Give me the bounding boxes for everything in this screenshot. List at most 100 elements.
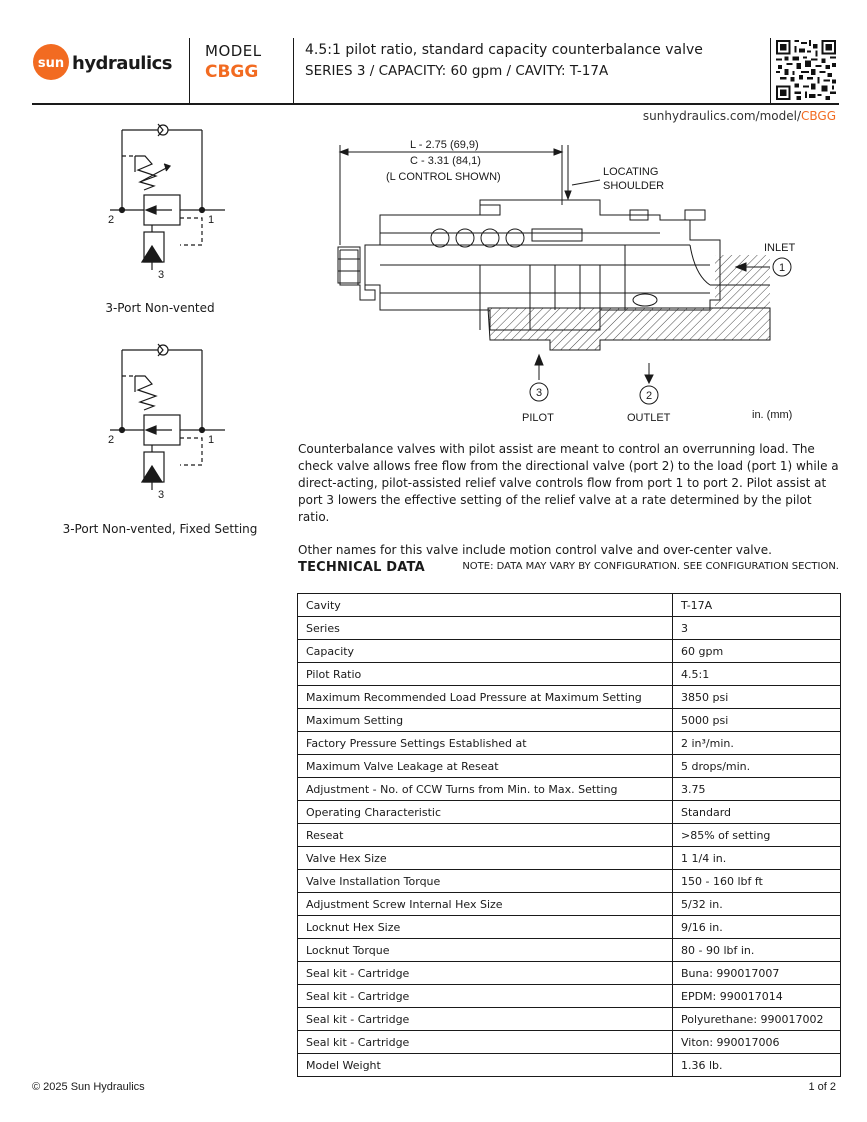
symbol-caption-non-vented: 3-Port Non-vented [105, 301, 215, 315]
table-cell-value: 5 drops/min. [672, 754, 841, 778]
svg-text:1: 1 [779, 262, 785, 274]
table-cell-value: 1.36 lb. [672, 1053, 841, 1077]
technical-data-note: NOTE: DATA MAY VARY BY CONFIGURATION. SE… [462, 561, 839, 572]
table-cell-value: 3 [672, 616, 841, 640]
table-row: Reseat>85% of setting [297, 823, 841, 847]
table-cell-value: 3.75 [672, 777, 841, 801]
table-cell-value: 9/16 in. [672, 915, 841, 939]
svg-text:PILOT: PILOT [522, 412, 554, 424]
table-cell-property: Valve Hex Size [297, 846, 673, 870]
copyright: © 2025 Sun Hydraulics [32, 1081, 145, 1093]
table-cell-value: 4.5:1 [672, 662, 841, 686]
url-model: CBGG [801, 109, 836, 123]
table-cell-property: Maximum Recommended Load Pressure at Max… [297, 685, 673, 709]
model-code: CBGG [205, 62, 259, 82]
svg-text:L - 2.75 (69,9): L - 2.75 (69,9) [410, 139, 479, 151]
sun-hydraulics-logo: sun hydraulics [33, 44, 173, 80]
table-cell-value: 80 - 90 lbf in. [672, 938, 841, 962]
product-description: Counterbalance valves with pilot assist … [298, 441, 843, 575]
description-paragraph: Other names for this valve include motio… [298, 543, 772, 557]
table-cell-property: Capacity [297, 639, 673, 663]
table-cell-property: Pilot Ratio [297, 662, 673, 686]
table-cell-property: Valve Installation Torque [297, 869, 673, 893]
table-cell-value: 2 in³/min. [672, 731, 841, 755]
valve-cross-section-drawing: L - 2.75 (69,9) C - 3.31 (84,1) (L CONTR… [337, 139, 795, 424]
header-underline [32, 103, 839, 105]
svg-text:LOCATING: LOCATING [603, 166, 658, 178]
hydraulic-symbol-fixed-setting: 2 1 3 [108, 343, 225, 501]
table-cell-value: 5000 psi [672, 708, 841, 732]
table-cell-property: Operating Characteristic [297, 800, 673, 824]
hydraulic-symbol-non-vented: 2 1 3 [108, 123, 225, 281]
table-cell-property: Seal kit - Cartridge [297, 1007, 673, 1031]
svg-text:2: 2 [646, 390, 652, 402]
table-cell-property: Factory Pressure Settings Established at [297, 731, 673, 755]
table-cell-value: 60 gpm [672, 639, 841, 663]
svg-text:hydraulics: hydraulics [72, 53, 172, 74]
table-cell-property: Adjustment Screw Internal Hex Size [297, 892, 673, 916]
page-number: 1 of 2 [808, 1081, 836, 1093]
svg-text:(L CONTROL SHOWN): (L CONTROL SHOWN) [386, 171, 501, 183]
table-cell-property: Seal kit - Cartridge [297, 1030, 673, 1054]
url-prefix: sunhydraulics.com/model/ [642, 109, 801, 123]
page-title: 4.5:1 pilot ratio, standard capacity cou… [305, 42, 703, 58]
description-paragraph: Counterbalance valves with pilot assist … [298, 442, 839, 524]
header-divider-1 [189, 38, 190, 104]
table-cell-value: 3850 psi [672, 685, 841, 709]
table-cell-property: Seal kit - Cartridge [297, 984, 673, 1008]
svg-text:2: 2 [108, 434, 114, 446]
table-cell-value: Viton: 990017006 [672, 1030, 841, 1054]
table-cell-value: Polyurethane: 990017002 [672, 1007, 841, 1031]
model-label: MODEL [205, 42, 262, 60]
table-row: Maximum Recommended Load Pressure at Max… [297, 685, 841, 709]
table-cell-property: Reseat [297, 823, 673, 847]
table-cell-property: Maximum Valve Leakage at Reseat [297, 754, 673, 778]
svg-text:3: 3 [158, 269, 164, 281]
table-cell-value: EPDM: 990017014 [672, 984, 841, 1008]
symbol-caption-fixed-setting: 3-Port Non-vented, Fixed Setting [62, 522, 258, 536]
table-cell-property: Locknut Hex Size [297, 915, 673, 939]
table-cell-value: 5/32 in. [672, 892, 841, 916]
header-divider-3 [770, 38, 771, 104]
svg-text:2: 2 [108, 214, 114, 226]
table-row: Adjustment - No. of CCW Turns from Min. … [297, 777, 841, 801]
table-row: Factory Pressure Settings Established at… [297, 731, 841, 755]
series-capacity-cavity: SERIES 3 / CAPACITY: 60 gpm / CAVITY: T-… [305, 63, 609, 79]
table-cell-property: Model Weight [297, 1053, 673, 1077]
svg-text:in. (mm): in. (mm) [752, 409, 792, 421]
table-cell-value: T-17A [672, 593, 841, 617]
table-cell-value: Buna: 990017007 [672, 961, 841, 985]
qr-code-icon[interactable] [776, 40, 836, 100]
header-divider-2 [293, 38, 294, 104]
table-cell-property: Series [297, 616, 673, 640]
svg-text:SHOULDER: SHOULDER [603, 180, 664, 192]
table-cell-value: >85% of setting [672, 823, 841, 847]
svg-text:C - 3.31 (84,1): C - 3.31 (84,1) [410, 155, 481, 167]
svg-text:3: 3 [536, 387, 542, 399]
table-cell-value: Standard [672, 800, 841, 824]
table-cell-property: Cavity [297, 593, 673, 617]
table-cell-property: Seal kit - Cartridge [297, 961, 673, 985]
svg-text:OUTLET: OUTLET [627, 412, 671, 424]
technical-data-heading: TECHNICAL DATA [298, 560, 425, 575]
svg-text:1: 1 [208, 434, 214, 446]
svg-text:3: 3 [158, 489, 164, 501]
model-url-link[interactable]: sunhydraulics.com/model/CBGG [643, 109, 836, 123]
table-cell-value: 150 - 160 lbf ft [672, 869, 841, 893]
table-cell-property: Adjustment - No. of CCW Turns from Min. … [297, 777, 673, 801]
